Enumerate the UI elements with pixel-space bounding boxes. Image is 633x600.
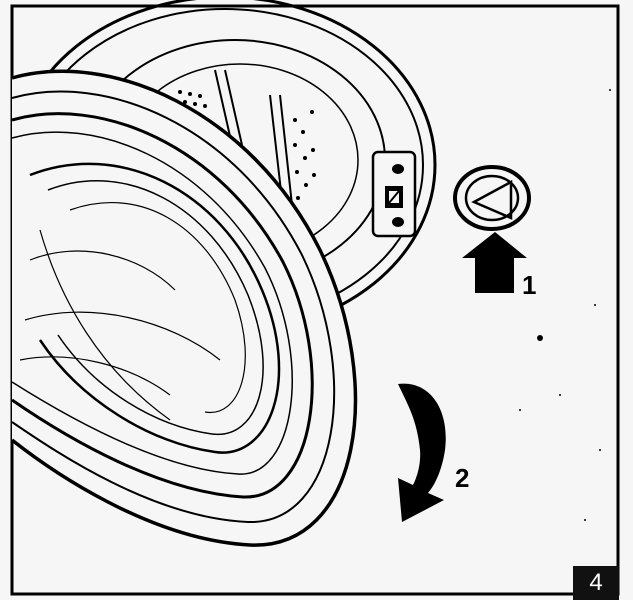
step-2-label: 2 <box>455 465 469 491</box>
door-release-button <box>455 167 529 229</box>
door-lock-plate <box>373 152 415 236</box>
step-1-label: 1 <box>522 272 536 298</box>
figure-number-badge: 4 <box>573 566 619 600</box>
